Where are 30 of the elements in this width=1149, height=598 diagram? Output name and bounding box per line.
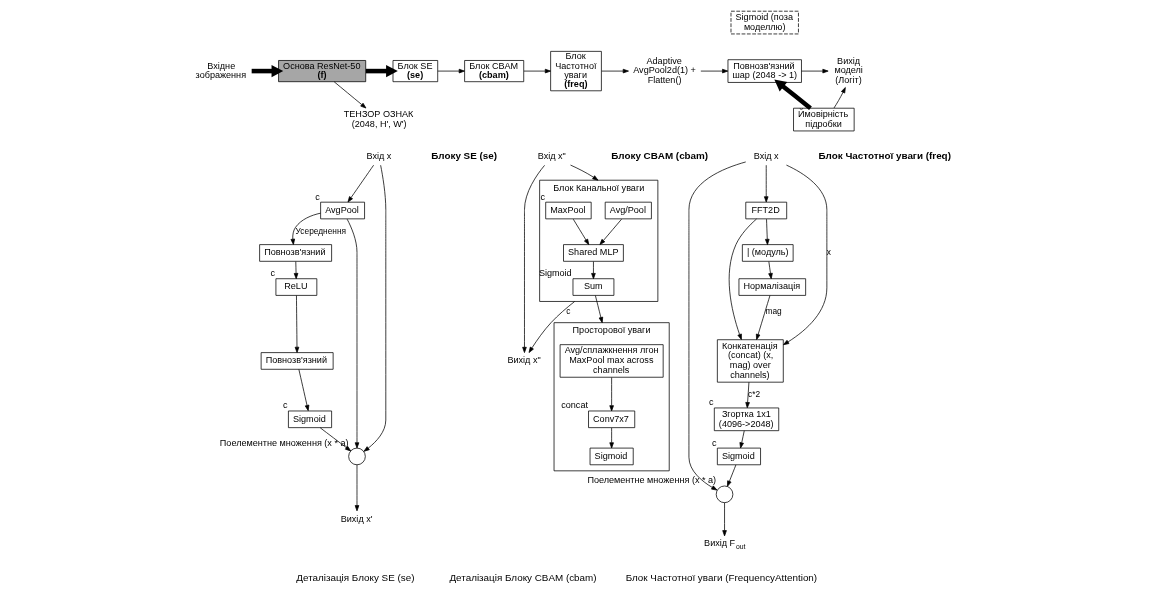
node-label: Поелементне множення (x * a): [587, 475, 717, 486]
label: Блоку CBAM (cbam): [611, 149, 709, 161]
edge-label: Усереднення: [295, 225, 347, 236]
node-text: ТЕНЗОР ОЗНАК (2048, H', W'): [343, 109, 414, 129]
node-label: Поелементне множення (x * a): [219, 437, 349, 448]
node-label: c: [712, 437, 717, 448]
label: Блок Частотної уваги (freq): [818, 149, 951, 161]
node-text: Вхід x": [537, 151, 566, 162]
edge-label: mag: [765, 306, 782, 317]
edge-label: x: [826, 247, 832, 258]
node-text: Вихід x': [340, 513, 373, 524]
node-label: c: [540, 191, 545, 202]
node-label: concat: [561, 400, 588, 411]
node-text: Вхідне зображення: [195, 60, 247, 81]
node-text: Вихід моделі (Логіт): [834, 55, 863, 86]
node-text: Вихід F$_{out}$: [704, 537, 746, 551]
node-text: Вхід x: [753, 151, 779, 162]
node-label: c: [315, 191, 320, 202]
label: Блок Частотної уваги (FrequencyAttention): [625, 572, 818, 584]
node-label: c: [709, 397, 714, 408]
node-label: c: [270, 268, 276, 279]
label: Блоку SE (se): [431, 149, 497, 161]
node-text: Вхід x: [366, 151, 392, 162]
edge-label: c: [566, 306, 571, 317]
label: Деталізація Блоку SE (se): [296, 572, 415, 584]
node-text: Вихід x": [507, 355, 541, 366]
label: Деталізація Блоку CBAM (cbam): [449, 572, 597, 584]
node-text: Adaptive AvgPool2d(1) + Flatten(): [633, 55, 696, 86]
node-label: c: [283, 400, 288, 411]
edge-label: c*2: [748, 389, 761, 400]
